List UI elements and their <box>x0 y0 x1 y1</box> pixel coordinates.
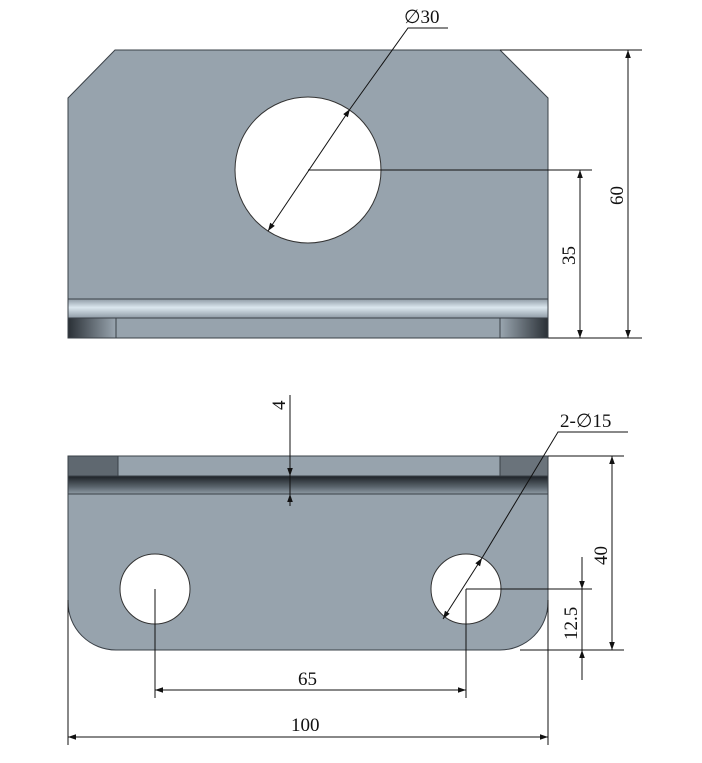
top-strip-end-left <box>67 455 119 477</box>
total-width-label: 100 <box>291 715 320 736</box>
top-view: ∅30 35 60 <box>67 7 642 339</box>
top-strip-end-right <box>499 455 549 477</box>
strip-end-right <box>499 317 549 339</box>
bend-shadow <box>67 475 549 495</box>
hole-diameter-label: ∅30 <box>404 7 440 28</box>
bottom-view: 4 2-∅15 40 12.5 65 100 <box>67 395 628 745</box>
hole-height-label: 35 <box>559 246 580 265</box>
flange-height-label: 40 <box>591 546 612 565</box>
total-height-label: 60 <box>607 186 628 205</box>
hole-offset-label: 12.5 <box>561 607 582 640</box>
holes-label: 2-∅15 <box>560 411 611 432</box>
diameter-leader <box>349 27 448 110</box>
holes-leader <box>481 431 628 559</box>
strip-end-left <box>67 317 117 339</box>
bottom-strip <box>67 317 549 339</box>
hole-diameter-line <box>442 557 483 620</box>
bend-band <box>67 298 549 319</box>
thickness-label: 4 <box>269 400 290 410</box>
top-strip <box>67 455 549 477</box>
hole-spacing-label: 65 <box>298 669 317 690</box>
front-plate <box>67 493 549 651</box>
